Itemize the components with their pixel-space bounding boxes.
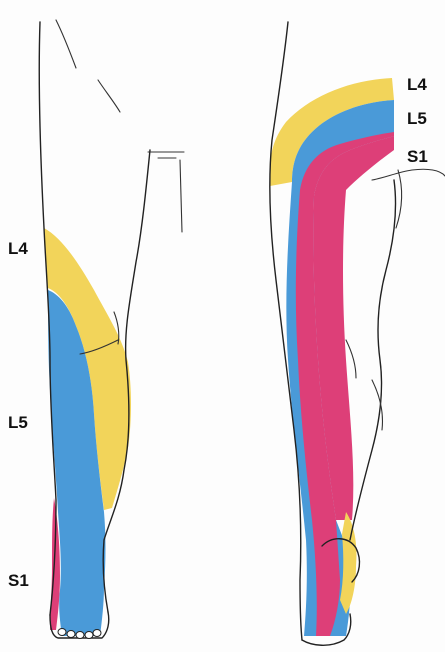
front-toe [58,629,66,636]
front-toe [76,632,84,639]
back-label-s1: S1 [407,147,428,166]
back-label-l4: L4 [407,75,427,94]
front-toe [93,630,101,637]
front-label-l5: L5 [8,413,28,432]
front-toe [85,632,93,639]
front-toe [67,631,75,638]
back-label-l5: L5 [407,109,427,128]
front-label-s1: S1 [8,571,29,590]
front-label-l4: L4 [8,239,28,258]
